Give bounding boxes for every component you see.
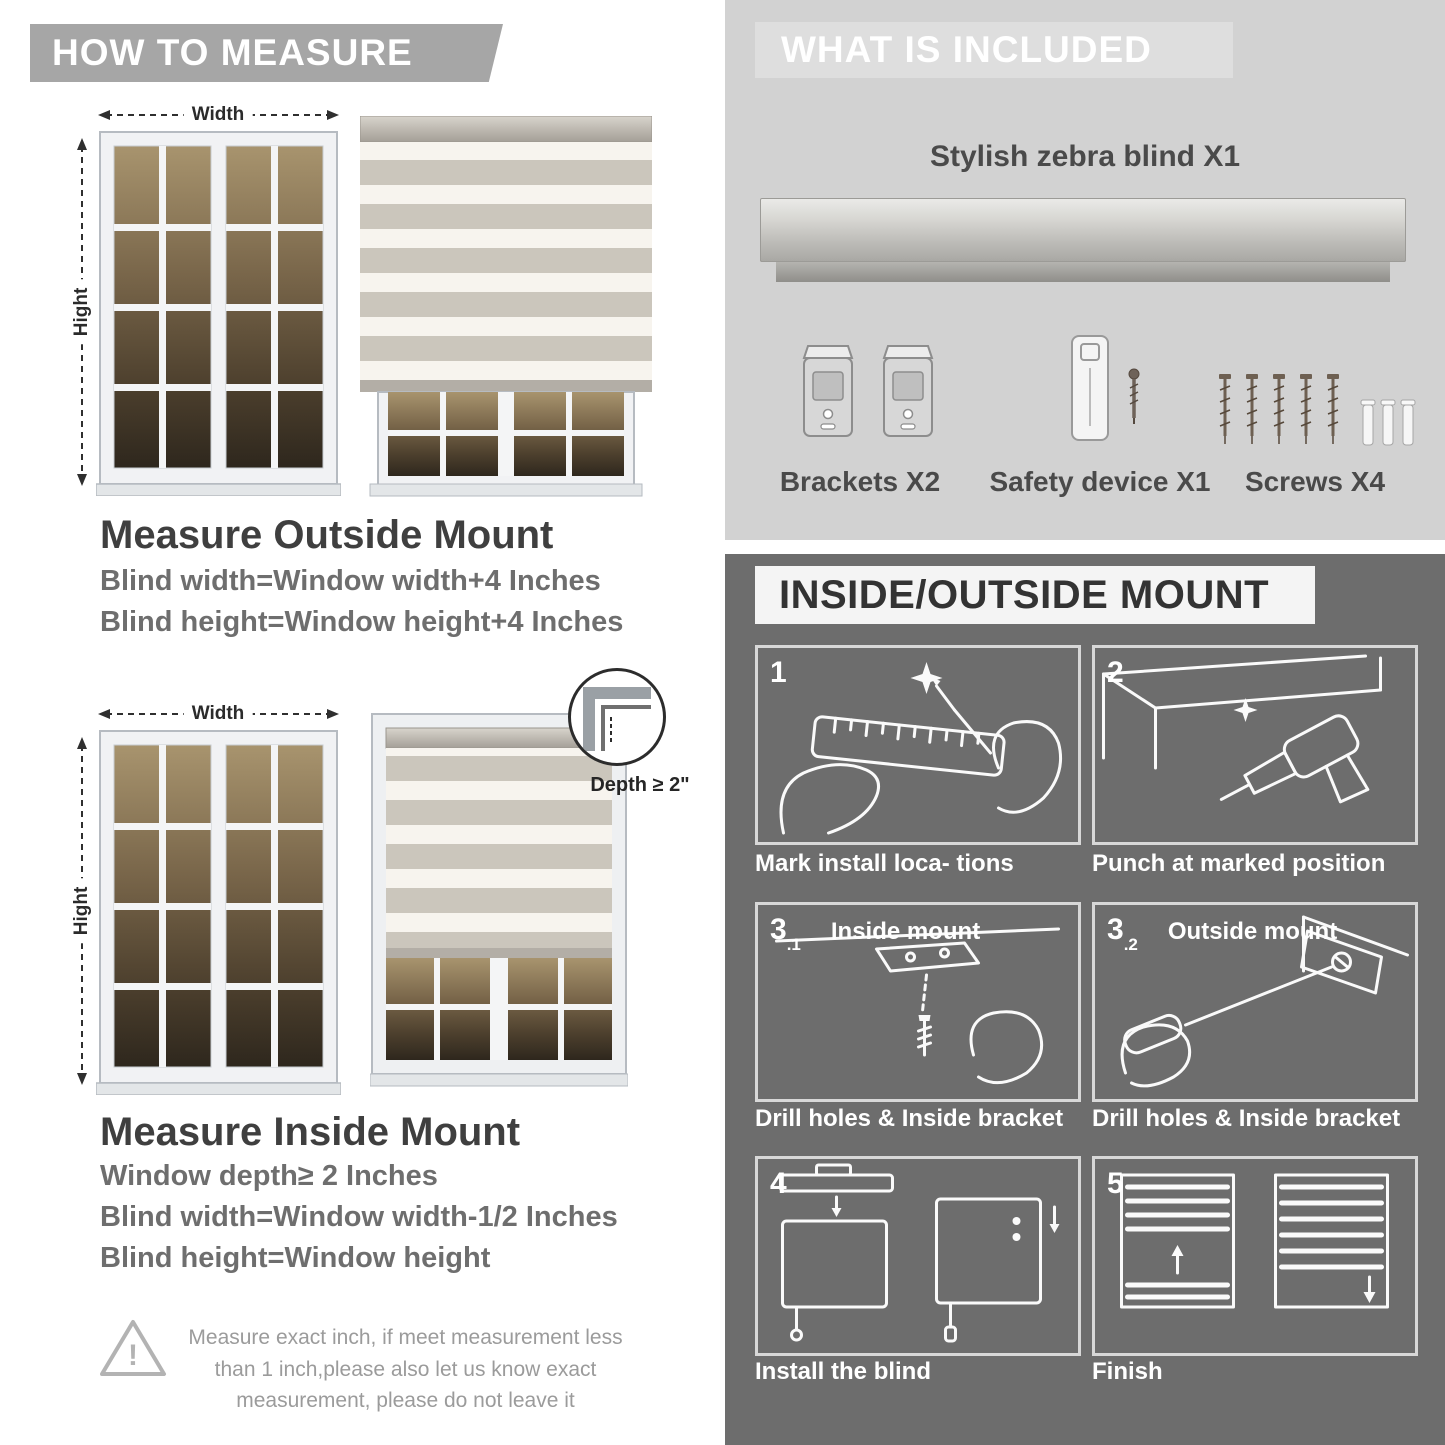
- step-panel-2: 2: [1092, 645, 1418, 845]
- step-caption-5: Finish: [1092, 1358, 1163, 1385]
- outside-mount-window-figure: Width Hight: [70, 98, 360, 508]
- what-is-included-banner: WHAT IS INCLUDED: [755, 22, 1233, 78]
- mount-guide-banner: INSIDE/OUTSIDE MOUNT: [755, 566, 1315, 624]
- drill-icon: [1102, 654, 1382, 804]
- screws-icon: [1219, 374, 1416, 446]
- measurement-warning-text: Measure exact inch, if meet measurement …: [188, 1326, 623, 1412]
- step-panel-5: 5: [1092, 1156, 1418, 1356]
- step-panel-3-1: 3.1 Inside mount: [755, 902, 1081, 1102]
- safety-device-icon: [1071, 335, 1140, 441]
- step-caption-1: Mark install loca- tions: [755, 850, 1014, 877]
- inside-mount-title: Measure Inside Mount: [100, 1110, 521, 1154]
- step-badge: Inside mount: [830, 918, 981, 945]
- blind-cassette-bottom-illustration: [776, 262, 1390, 282]
- brackets-icon: [802, 345, 934, 437]
- product-label: Stylish zebra blind X1: [929, 140, 1241, 173]
- step-caption-4: Install the blind: [755, 1358, 932, 1385]
- window-corner-zoom-icon: [583, 687, 651, 751]
- how-to-measure-banner: HOW TO MEASURE: [30, 24, 503, 82]
- width-label: Width: [183, 104, 253, 126]
- brackets-label: Brackets X2: [779, 466, 941, 497]
- safety-device-label: Safety device X1: [989, 466, 1211, 497]
- step-number: 3.1 Inside mount: [770, 913, 981, 954]
- step-number: 5: [1107, 1167, 1124, 1200]
- warning-triangle-icon: !: [100, 1320, 166, 1376]
- step-number: 3.2 Outside mount: [1107, 913, 1338, 954]
- mount-guide-title: INSIDE/OUTSIDE MOUNT: [779, 572, 1270, 617]
- height-label: Hight: [71, 279, 93, 345]
- zebra-blind-outside-illustration: [360, 116, 652, 497]
- step-number: 1: [770, 656, 787, 689]
- blind-cassette-illustration: [760, 198, 1406, 262]
- install-blind-icon: [779, 1163, 1060, 1343]
- height-label: Hight: [71, 878, 93, 944]
- outside-mount-line-2: Blind height=Window height+4 Inches: [100, 606, 624, 638]
- inside-mount-window-figure: Width Hight: [70, 697, 360, 1107]
- screws-label: Screws X4: [1244, 466, 1386, 497]
- outside-mount-title: Measure Outside Mount: [100, 513, 554, 557]
- step-badge: Outside mount: [1167, 918, 1338, 945]
- window-illustration: [96, 730, 341, 1095]
- mark-location-icon: [779, 662, 1063, 835]
- inside-mount-line-3: Blind height=Window height: [100, 1242, 491, 1274]
- how-to-measure-title: HOW TO MEASURE: [52, 32, 413, 73]
- step-panel-3-2: 3.2 Outside mount: [1092, 902, 1418, 1102]
- what-is-included-section: WHAT IS INCLUDED Stylish zebra blind X1: [725, 0, 1445, 540]
- what-is-included-title: WHAT IS INCLUDED: [781, 29, 1152, 70]
- depth-note: Depth ≥ 2": [590, 774, 690, 796]
- window-illustration: [96, 131, 341, 496]
- step-caption-3-2: Drill holes & Inside bracket: [1092, 1105, 1401, 1132]
- width-label: Width: [183, 703, 253, 725]
- step-number: 2: [1107, 656, 1124, 689]
- step-caption-2: Punch at marked position: [1092, 850, 1386, 877]
- inside-bracket-screw-icon: [775, 927, 1060, 1085]
- finish-blinds-icon: [1120, 1173, 1389, 1309]
- step-caption-3-1: Drill holes & Inside bracket: [755, 1105, 1064, 1132]
- step-panel-4: 4: [755, 1156, 1081, 1356]
- svg-text:!: !: [128, 1339, 138, 1372]
- depth-callout-circle: [568, 668, 666, 766]
- outside-bracket-screwdriver-icon: [1120, 915, 1409, 1088]
- inside-mount-line-2: Blind width=Window width-1/2 Inches: [100, 1201, 618, 1233]
- mount-guide-section: [725, 554, 1445, 1445]
- zebra-blind-inside-illustration: [370, 713, 628, 1087]
- step-number: 4: [770, 1167, 787, 1200]
- outside-mount-line-1: Blind width=Window width+4 Inches: [100, 565, 601, 597]
- step-panel-1: 1: [755, 645, 1081, 845]
- inside-mount-line-1: Window depth≥ 2 Inches: [100, 1160, 438, 1192]
